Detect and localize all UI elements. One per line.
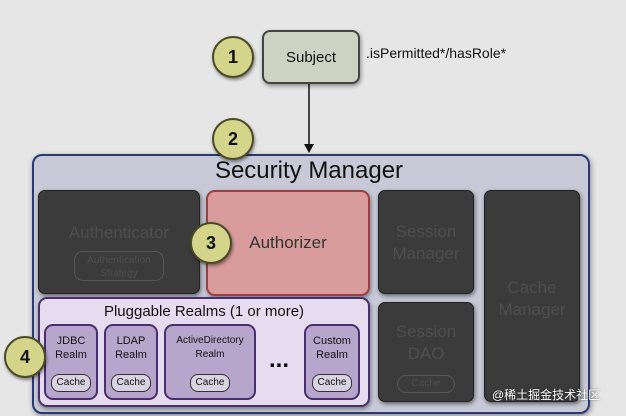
session-dao-label: Session DAO (395, 322, 457, 363)
watermark: @稀土掘金技术社区 (492, 388, 601, 402)
realm-custom[interactable]: Custom Realm Cache (304, 324, 360, 400)
authenticator-label: Authenticator (68, 223, 170, 242)
session-manager-box[interactable]: Session Manager (378, 190, 474, 294)
session-manager-label: Session Manager (392, 222, 460, 263)
realm-cache-pill: Cache (190, 374, 230, 392)
security-manager-title: Security Manager (214, 157, 404, 184)
realm-cache-pill: Cache (51, 374, 91, 392)
authorizer-box[interactable]: Authorizer (206, 190, 370, 296)
realm-ldap[interactable]: LDAP Realm Cache (104, 324, 158, 400)
subject-box[interactable]: Subject (262, 30, 360, 84)
pluggable-realms-title: Pluggable Realms (1 or more) (103, 303, 305, 320)
step-3-badge: 3 (190, 222, 232, 264)
realm-name: LDAP Realm (115, 335, 147, 361)
realm-name: Custom Realm (313, 335, 351, 361)
realm-jdbc[interactable]: JDBC Realm Cache (44, 324, 98, 400)
realm-activedirectory[interactable]: ActiveDirectory Realm Cache (164, 324, 256, 400)
session-dao-cache-label: Cache (411, 378, 441, 389)
cache-manager-label: Cache Manager (498, 278, 566, 319)
session-dao-box[interactable]: Session DAO Cache (378, 302, 474, 402)
subject-method-label: .isPermitted*/hasRole* (366, 45, 507, 61)
realm-name: JDBC Realm (55, 335, 87, 361)
step-1-badge: 1 (212, 36, 254, 78)
realm-name: ActiveDirectory Realm (176, 335, 244, 360)
authenticator-box[interactable]: Authenticator Authentication Strategy (38, 190, 200, 294)
step-2-badge: 2 (212, 118, 254, 160)
realm-cache-pill: Cache (312, 374, 352, 392)
authentication-strategy-label: Authentication Strategy (87, 255, 151, 279)
authentication-strategy-pill: Authentication Strategy (74, 251, 164, 281)
authorizer-label: Authorizer (249, 233, 327, 252)
realm-cache-pill: Cache (111, 374, 151, 392)
realms-ellipsis: ... (268, 346, 289, 373)
session-dao-cache-pill: Cache (397, 375, 455, 393)
step-4-badge: 4 (4, 336, 46, 378)
cache-manager-box[interactable]: Cache Manager (484, 190, 580, 402)
subject-label: Subject (285, 48, 337, 66)
